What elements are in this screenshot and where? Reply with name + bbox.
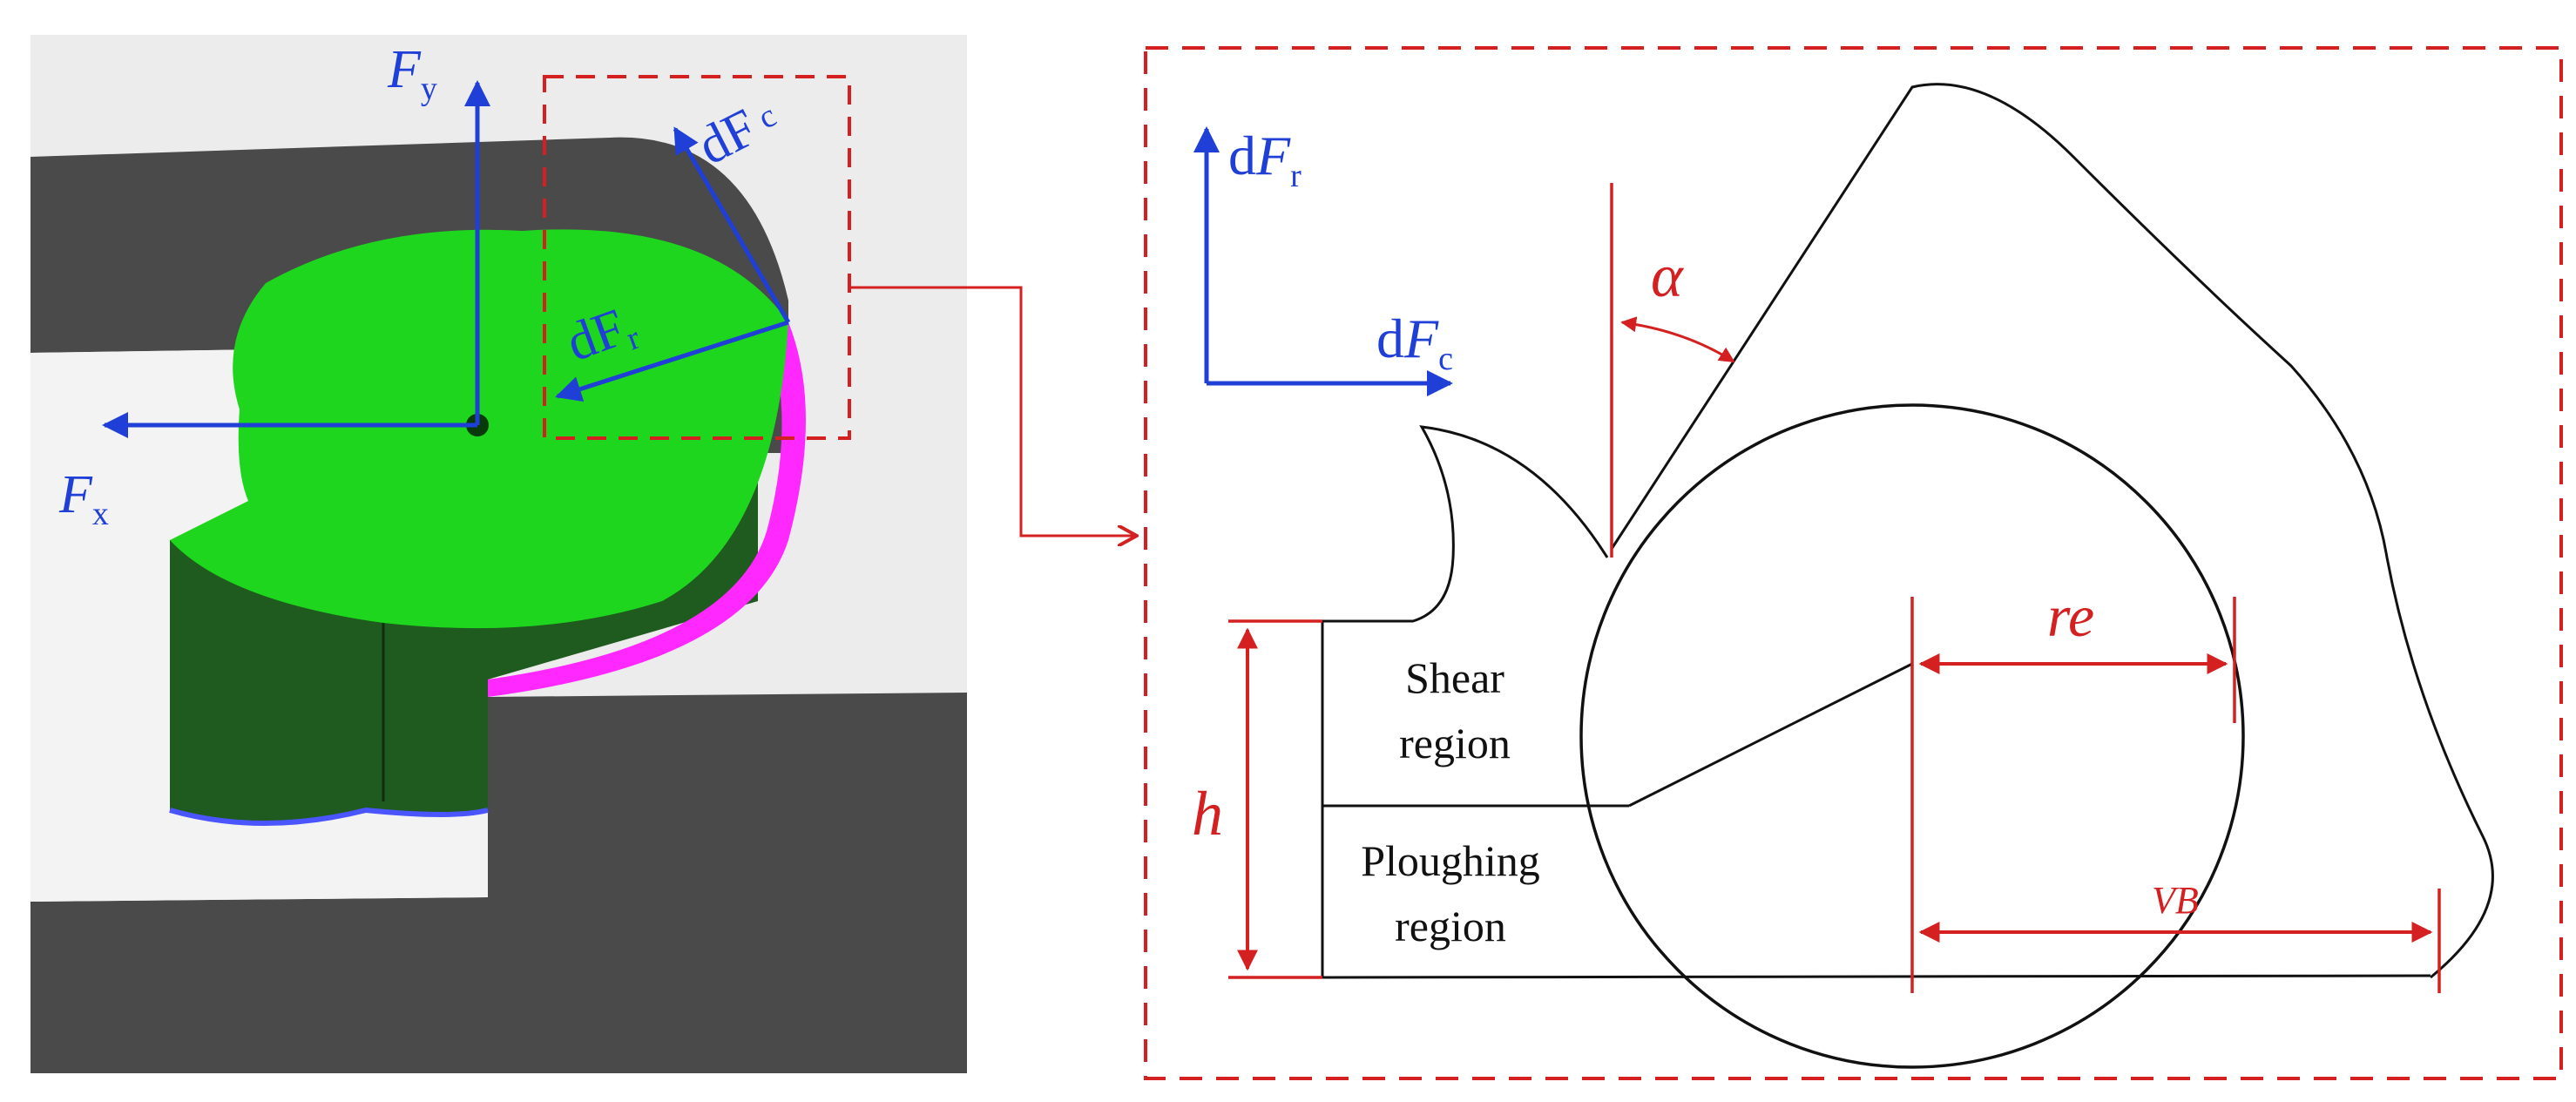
tool-bottom-blue-edge	[169, 807, 489, 826]
rake-angle-arc	[1620, 316, 1735, 363]
edge-radius-circle	[1579, 403, 2245, 1069]
zoom-connector	[849, 286, 1137, 536]
ploughing-region-label-line2: region	[1395, 902, 1506, 950]
shear-region-label-line1: Shear	[1405, 653, 1504, 702]
ploughing-region-label-line1: Ploughing	[1361, 836, 1540, 885]
dfr-arrow-left	[555, 320, 789, 402]
h-label: h	[1192, 779, 1223, 848]
fy-label: Fy	[387, 40, 437, 107]
left-3d-panel: Fy Fx dFc dFr	[30, 35, 967, 1073]
dfc-axis-label: dFc	[1376, 308, 1453, 377]
dfr-axis-label: dFr	[1228, 125, 1302, 194]
shear-region-label-line2: region	[1399, 719, 1511, 767]
lower-workpiece	[30, 693, 967, 1073]
radius-line	[1628, 662, 1913, 808]
flank-wear-face	[488, 322, 806, 697]
dfc-arrow-left	[673, 126, 791, 324]
re-label: re	[2047, 583, 2094, 649]
zoom-region-box	[543, 75, 851, 440]
tool-outline	[1610, 83, 2494, 979]
chip-outline	[1321, 425, 1609, 977]
detail-frame	[1144, 46, 2563, 1080]
fx-label: Fx	[58, 465, 109, 532]
vb-label: VB	[2152, 879, 2199, 922]
machined-surface	[1322, 974, 2431, 979]
rake-angle-label: α	[1651, 243, 1684, 310]
right-detail-panel: dFr dFc α re VB h	[1144, 46, 2563, 1080]
